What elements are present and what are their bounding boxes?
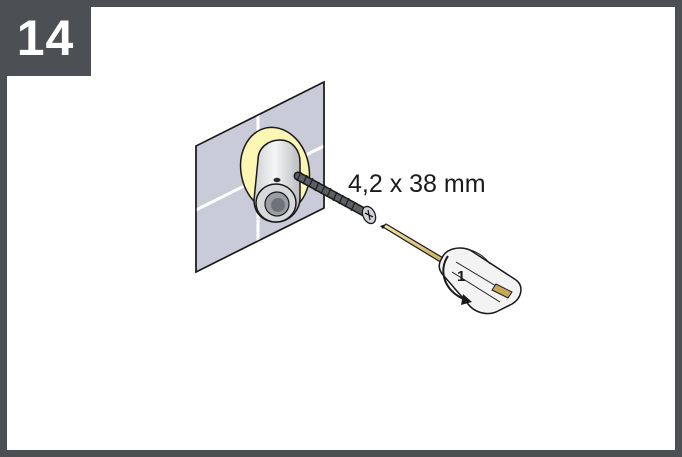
screw-size-label: 4,2 x 38 mm <box>348 170 486 198</box>
screwdriver <box>380 223 522 315</box>
rotation-arrow-icon <box>442 255 467 301</box>
screw <box>293 171 377 225</box>
screwdriver-bit-label: 1 <box>457 268 465 285</box>
step-number-badge: 14 <box>0 0 91 76</box>
wall-sleeve <box>253 139 301 223</box>
